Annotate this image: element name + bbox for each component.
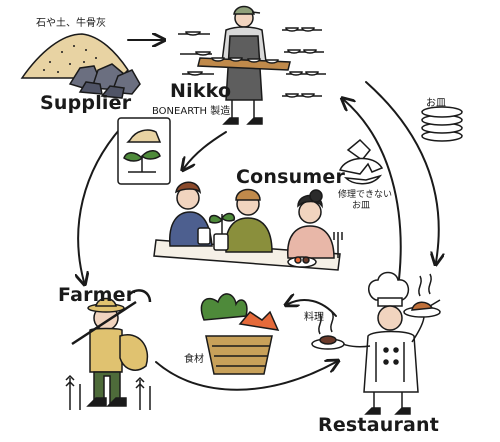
plate-stack-illustration [421,106,463,142]
unrepairable-label-line2: お皿 [352,201,371,211]
consumer-group-illustration [153,181,343,271]
arrow-farmer-to-restaurant [155,362,336,391]
nikko-sub-label: BONEARTH 製造 [152,106,231,117]
arrow-nikko-to-consumer [184,131,227,168]
broken-plate-illustration [338,138,384,185]
ingredients-label: 食材 [184,354,204,365]
arrow-nikko-to-restaurant [365,81,439,262]
supplier-label: Supplier [40,92,132,114]
farmer-label: Farmer [58,284,136,306]
plates-label: お皿 [426,98,446,109]
vegetable-basket-illustration [200,293,280,375]
farmer-illustration [65,289,152,410]
supplier-material-label: 石や土、牛骨灰 [36,18,106,29]
right-plate-shelf [282,27,326,98]
soil-card-illustration [117,117,171,185]
consumer-label: Consumer [236,166,346,188]
left-plate-shelf [178,31,214,76]
rock-pile-illustration [68,63,141,99]
arrow-restaurant-to-nikko [344,100,402,289]
nikko-worker-illustration [178,5,326,125]
chef-illustration [311,271,441,415]
cooking-label: 料理 [304,312,324,323]
restaurant-label: Restaurant [318,414,440,436]
nikko-label: Nikko [170,80,232,102]
unrepairable-label-line1: 修理できない [338,190,393,200]
arrow-supplier-to-farmer [78,119,129,282]
sand-pile-illustration [20,33,129,79]
